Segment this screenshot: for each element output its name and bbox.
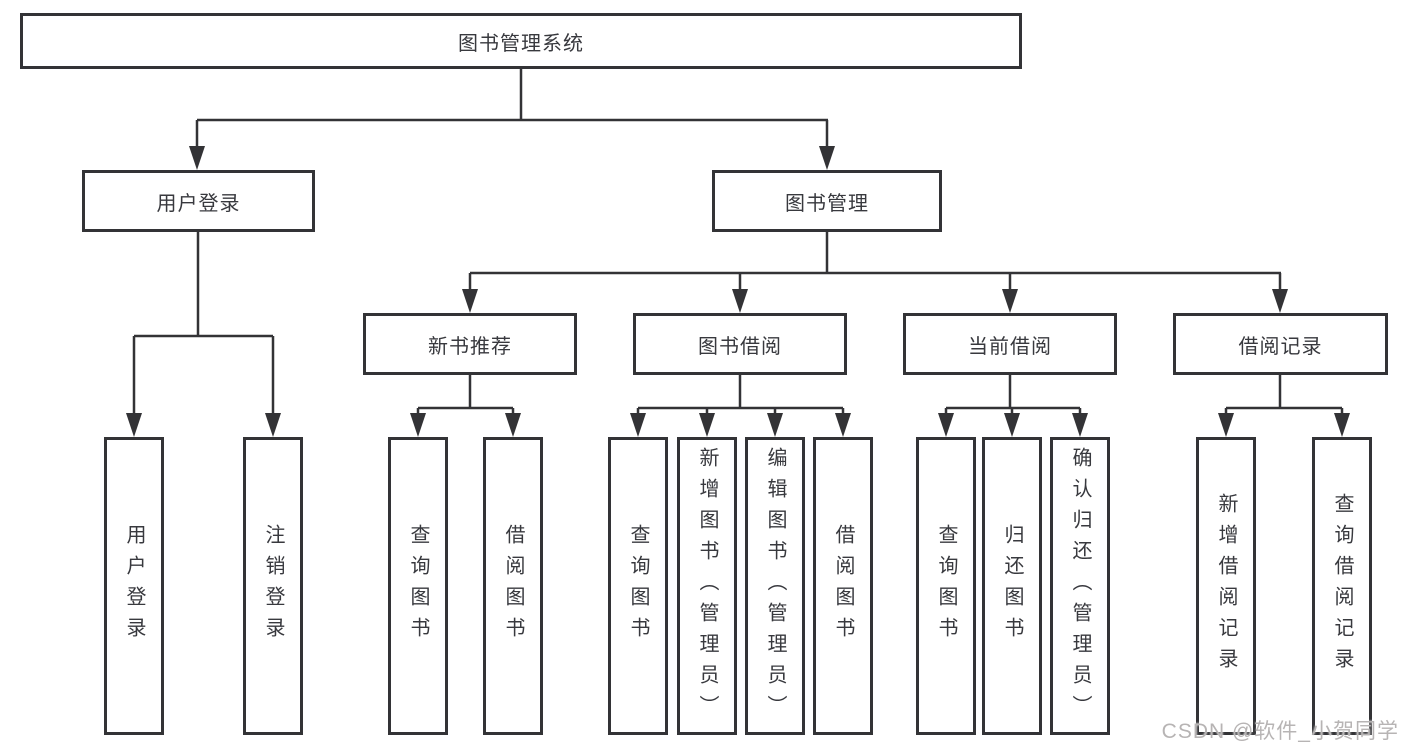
leaf-borrow-books-1: 借阅图书 bbox=[483, 437, 543, 735]
leaf-add-borrow-record: 新增借阅记录 bbox=[1196, 437, 1256, 735]
leaf-logout: 注销登录 bbox=[243, 437, 303, 735]
leaf-edit-book-admin: 编辑图书（管理员） bbox=[745, 437, 805, 735]
leaf-query-books-3: 查询图书 bbox=[916, 437, 976, 735]
node-new-book-recommendation: 新书推荐 bbox=[363, 313, 577, 375]
leaf-add-book-admin: 新增图书（管理员） bbox=[677, 437, 737, 735]
node-current-borrowing: 当前借阅 bbox=[903, 313, 1117, 375]
node-user-login: 用户登录 bbox=[82, 170, 315, 232]
leaf-query-borrow-record: 查询借阅记录 bbox=[1312, 437, 1372, 735]
node-book-management: 图书管理 bbox=[712, 170, 942, 232]
leaf-query-books-1: 查询图书 bbox=[388, 437, 448, 735]
leaf-confirm-return-admin: 确认归还（管理员） bbox=[1050, 437, 1110, 735]
node-book-borrowing: 图书借阅 bbox=[633, 313, 847, 375]
csdn-watermark: CSDN @软件_小贺同学 bbox=[1161, 720, 1399, 743]
leaf-query-books-2: 查询图书 bbox=[608, 437, 668, 735]
leaf-return-book: 归还图书 bbox=[982, 437, 1042, 735]
leaf-borrow-books-2: 借阅图书 bbox=[813, 437, 873, 735]
leaf-user-login: 用户登录 bbox=[104, 437, 164, 735]
node-borrowing-records: 借阅记录 bbox=[1173, 313, 1388, 375]
root-node-book-management-system: 图书管理系统 bbox=[20, 13, 1022, 69]
